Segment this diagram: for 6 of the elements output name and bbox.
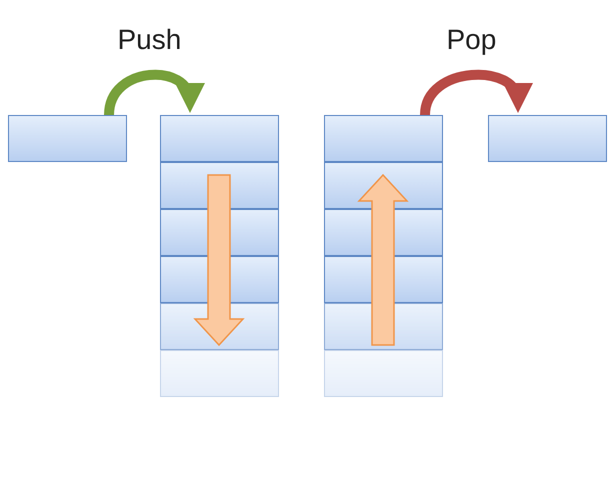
stack-cell [160,350,279,397]
stack-cell [488,115,607,162]
stack-cell [324,350,443,397]
stack-cell [324,115,443,162]
stack-cell [160,115,279,162]
stack-cell [8,115,127,162]
